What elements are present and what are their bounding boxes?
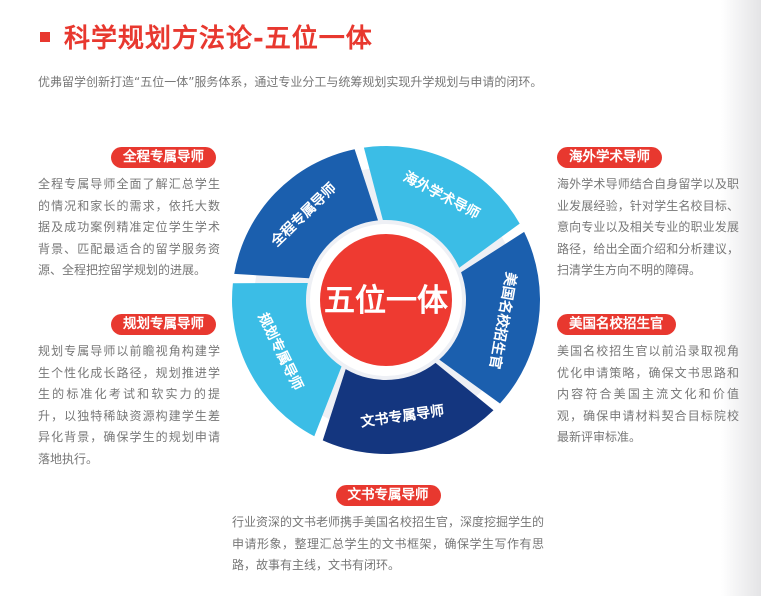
badge-meiguo: 美国名校招生官	[557, 314, 676, 335]
desc-line: 全程专属导师全面了解汇总学生	[38, 177, 220, 191]
desc-line: 生个性化成长路径，规划推进学	[38, 365, 220, 380]
seg-wenshu	[322, 362, 494, 454]
desc-line: 源、全程把控留学规划的进展。	[38, 263, 207, 277]
desc-line: 业发展经验，针对学生名校目标、	[557, 198, 739, 213]
desc-line: 优化申请策略，确保文书思路和	[557, 365, 739, 380]
center-label: 五位一体	[324, 283, 448, 319]
desc-line: 据及成功案例精准定位学生学术	[38, 220, 220, 234]
desc-line: 内容符合美国主流文化和价值	[557, 387, 739, 401]
desc-line: 美国名校招生官以前沿录取视角	[557, 344, 739, 358]
desc-line: 升，以独特稀缺资源构建学生差	[38, 408, 220, 423]
intro-text: 优弗留学创新打造“五位一体”服务体系，通过专业分工与统筹规划实现升学规划与申请的…	[38, 75, 543, 89]
page-title-text: 科学规划方法论-五位一体	[64, 24, 373, 54]
desc-line: 申请形象，整理汇总学生的文书框架，确保学生写作有思	[232, 536, 544, 551]
desc-line: 扫清学生方向不明的障碍。	[557, 263, 702, 277]
desc-line: 路，故事有主线，文书有闭环。	[232, 558, 401, 572]
desc-line: 海外学术导师结合自身留学以及职	[557, 177, 739, 191]
desc-line: 最新评审标准。	[557, 430, 642, 444]
desc-line: 异化背景，确保学生的规划申请	[38, 430, 220, 444]
seg-quancheng	[234, 149, 378, 279]
desc-guihua: 规划专属导师以前瞻视角构建学生个性化成长路径，规划推进学生的标准化考试和软实力的…	[38, 341, 220, 470]
badge-wenshu: 文书专属导师	[335, 485, 441, 506]
block-quancheng: 全程专属导师 全程专属导师全面了解汇总学生的情况和家长的需求，依托大数据及成功案…	[38, 146, 220, 282]
desc-line: 的情况和家长的需求，依托大数	[38, 198, 220, 213]
desc-line: 生的标准化考试和软实力的提	[38, 387, 220, 401]
center-circle	[320, 234, 452, 366]
seg-haiwai	[363, 146, 520, 268]
desc-quancheng: 全程专属导师全面了解汇总学生的情况和家长的需求，依托大数据及成功案例精准定位学生…	[38, 174, 220, 282]
desc-line: 观，确保申请材料契合目标院校	[557, 408, 739, 423]
badge-guihua: 规划专属导师	[111, 314, 216, 335]
title-bullet-icon	[40, 31, 50, 42]
page-title: 科学规划方法论-五位一体	[40, 18, 373, 55]
desc-line: 路径，给出全面介绍和分析建议，	[557, 241, 739, 256]
block-meiguo: 美国名校招生官 美国名校招生官以前沿录取视角优化申请策略，确保文书思路和内容符合…	[557, 313, 739, 449]
block-haiwai: 海外学术导师 海外学术导师结合自身留学以及职业发展经验，针对学生名校目标、意向专…	[557, 146, 739, 282]
desc-haiwai: 海外学术导师结合自身留学以及职业发展经验，针对学生名校目标、意向专业以及相关专业…	[557, 174, 739, 282]
desc-line: 行业资深的文书老师携手美国名校招生官，深度挖掘学生的	[232, 515, 545, 529]
seg-guihua	[232, 283, 342, 437]
right-edge-shadow	[721, 0, 761, 596]
desc-line: 背景、匹配最适合的留学服务资	[38, 241, 220, 256]
block-wenshu: 文书专属导师 行业资深的文书老师携手美国名校招生官，深度挖掘学生的申请形象，整理…	[232, 484, 544, 577]
badge-quancheng: 全程专属导师	[111, 147, 216, 168]
desc-line: 意向专业以及相关专业的职业发展	[557, 220, 739, 234]
desc-wenshu: 行业资深的文书老师携手美国名校招生官，深度挖掘学生的申请形象，整理汇总学生的文书…	[232, 512, 544, 577]
desc-line: 落地执行。	[38, 451, 99, 466]
desc-meiguo: 美国名校招生官以前沿录取视角优化申请策略，确保文书思路和内容符合美国主流文化和价…	[557, 341, 739, 449]
desc-line: 规划专属导师以前瞻视角构建学	[38, 344, 220, 358]
block-guihua: 规划专属导师 规划专属导师以前瞻视角构建学生个性化成长路径，规划推进学生的标准化…	[38, 313, 220, 470]
badge-haiwai: 海外学术导师	[557, 147, 662, 168]
seg-meiguo	[439, 231, 540, 404]
